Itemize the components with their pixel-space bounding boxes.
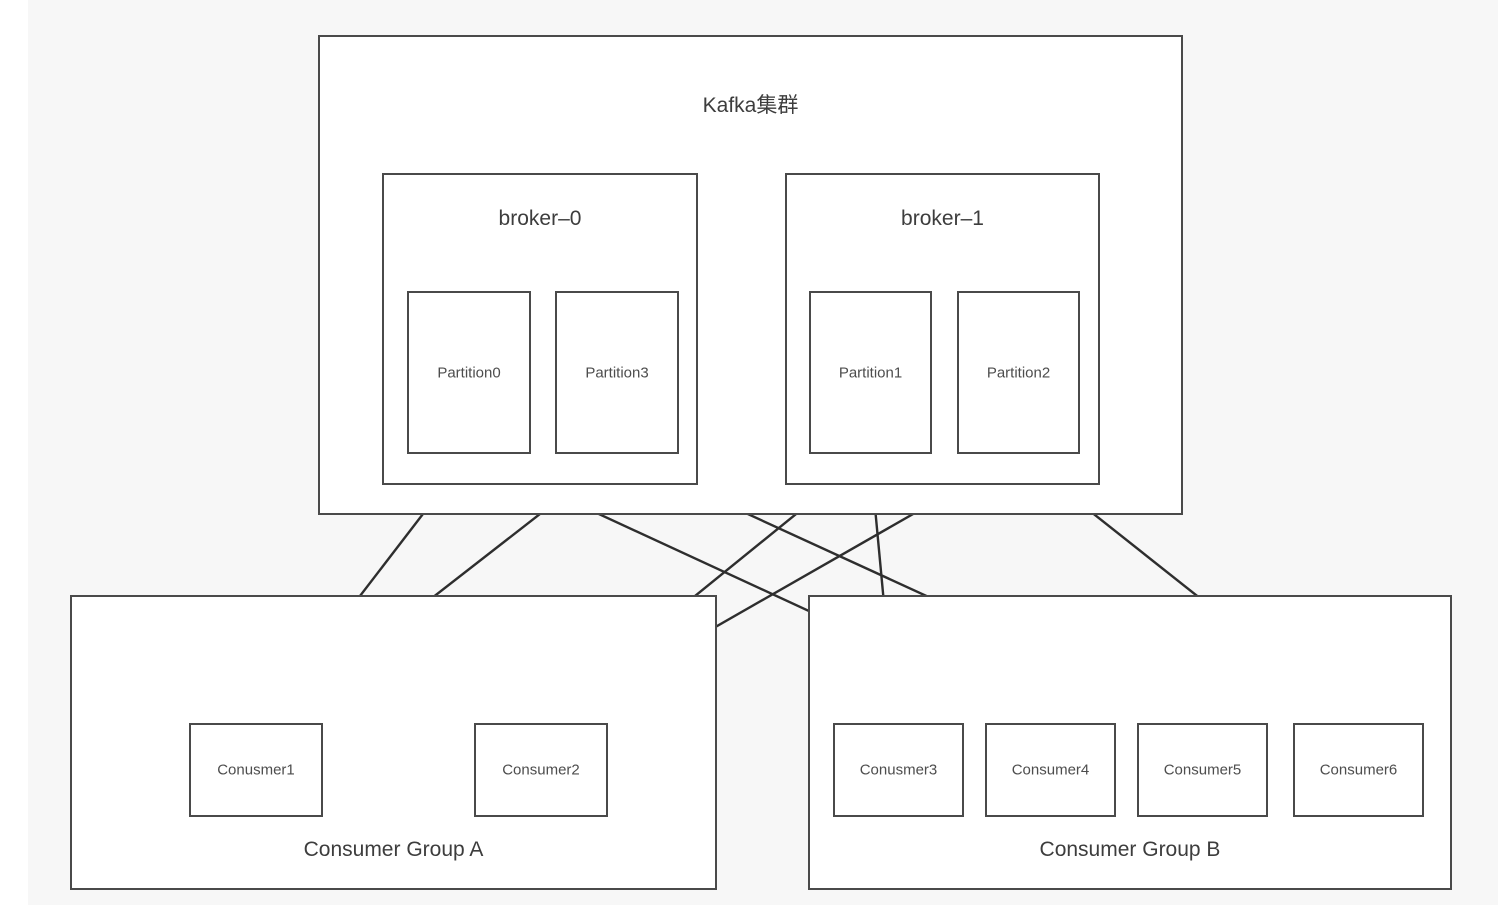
consumer-box-consumer5: Consumer5 (1137, 723, 1268, 817)
consumer-box-consumer6: Consumer6 (1293, 723, 1424, 817)
consumer-label: Consumer2 (502, 761, 580, 779)
partition-label: Partition0 (437, 364, 501, 381)
consumer-group-a-title: Consumer Group A (303, 838, 484, 861)
consumer-box-consumer2: Consumer2 (474, 723, 608, 817)
partition-box-partition0: Partition0 (407, 291, 531, 454)
consumer-box-conusmer3: Conusmer3 (833, 723, 964, 817)
consumer-label: Consumer6 (1319, 761, 1398, 779)
broker-0-title: broker–0 (498, 207, 582, 230)
consumer-label: Consumer4 (1011, 761, 1090, 779)
consumer-box-consumer4: Consumer4 (985, 723, 1116, 817)
consumer-group-a-box: Consumer Group A (70, 595, 717, 890)
partition-box-partition3: Partition3 (555, 291, 679, 454)
kafka-cluster-title: Kafka集群 (702, 94, 799, 117)
partition-box-partition2: Partition2 (957, 291, 1080, 454)
consumer-group-b-title: Consumer Group B (1039, 838, 1221, 861)
consumer-box-conusmer1: Conusmer1 (189, 723, 323, 817)
partition-label: Partition1 (838, 364, 903, 381)
partition-box-partition1: Partition1 (809, 291, 932, 454)
consumer-label: Conusmer1 (217, 761, 295, 779)
broker-1-title: broker–1 (901, 207, 984, 230)
diagram-canvas: Kafka集群 broker–0 Partition0 Partition3 b… (28, 0, 1498, 905)
consumer-label: Consumer5 (1163, 761, 1242, 779)
partition-label: Partition3 (585, 364, 649, 381)
partition-label: Partition2 (986, 364, 1051, 381)
consumer-label: Conusmer3 (859, 761, 938, 779)
